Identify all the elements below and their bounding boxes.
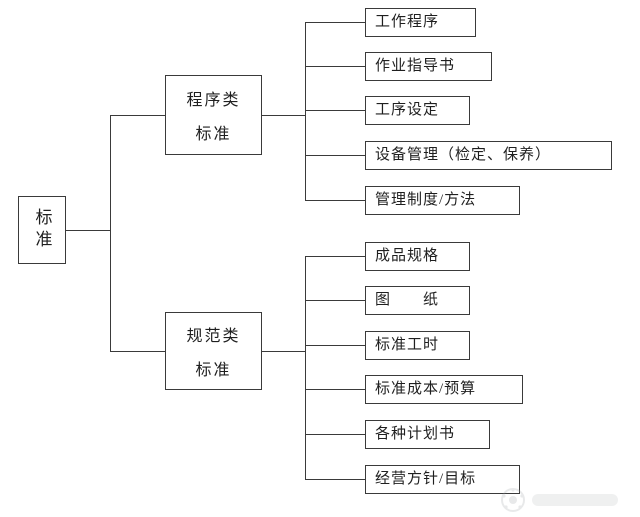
connector-root-out <box>66 230 110 231</box>
leaf-node: 各种计划书 <box>365 420 490 449</box>
branch-label-line1: 程序类 <box>186 92 241 109</box>
leaf-node: 标准工时 <box>365 331 470 360</box>
connector-leaf <box>305 389 365 390</box>
watermark <box>500 482 640 517</box>
branch-label-line1: 规范类 <box>186 328 241 346</box>
connector-to-branch-top <box>110 115 165 116</box>
branch-label-line2: 标准 <box>195 126 232 143</box>
leaf-node: 工作程序 <box>365 8 476 37</box>
connector-leaf <box>305 155 365 156</box>
connector-leaf <box>305 434 365 435</box>
branch-node-specification-standards: 规范类 标准 <box>165 312 262 390</box>
leaf-node: 管理制度/方法 <box>365 186 520 215</box>
connector-leaf <box>305 110 365 111</box>
connector-main-spine <box>110 115 111 352</box>
connector-leaf <box>305 200 365 201</box>
branch-node-procedure-standards: 程序类 标准 <box>165 75 262 155</box>
connector-leaf <box>305 256 365 257</box>
connector-leaf <box>305 345 365 346</box>
leaf-node: 标准成本/预算 <box>365 375 523 404</box>
connector-bottom-spine <box>305 256 306 480</box>
connector-leaf <box>305 22 365 23</box>
connector-top-spine <box>305 22 306 201</box>
connector-branch-top-out <box>262 115 305 116</box>
connector-leaf <box>305 66 365 67</box>
connector-branch-bottom-out <box>262 351 305 352</box>
leaf-node: 经营方针/目标 <box>365 465 520 494</box>
leaf-node: 工序设定 <box>365 96 470 125</box>
connector-leaf <box>305 300 365 301</box>
leaf-node: 图 纸 <box>365 286 470 315</box>
leaf-node: 成品规格 <box>365 242 470 271</box>
leaf-node: 设备管理（检定、保养） <box>365 141 612 170</box>
connector-leaf <box>305 479 365 480</box>
branch-label-line2: 标准 <box>195 361 232 379</box>
connector-to-branch-bottom <box>110 351 165 352</box>
watermark-text-smear <box>532 493 618 506</box>
leaf-node: 作业指导书 <box>365 52 492 81</box>
root-node-standard: 标准 <box>18 196 66 264</box>
